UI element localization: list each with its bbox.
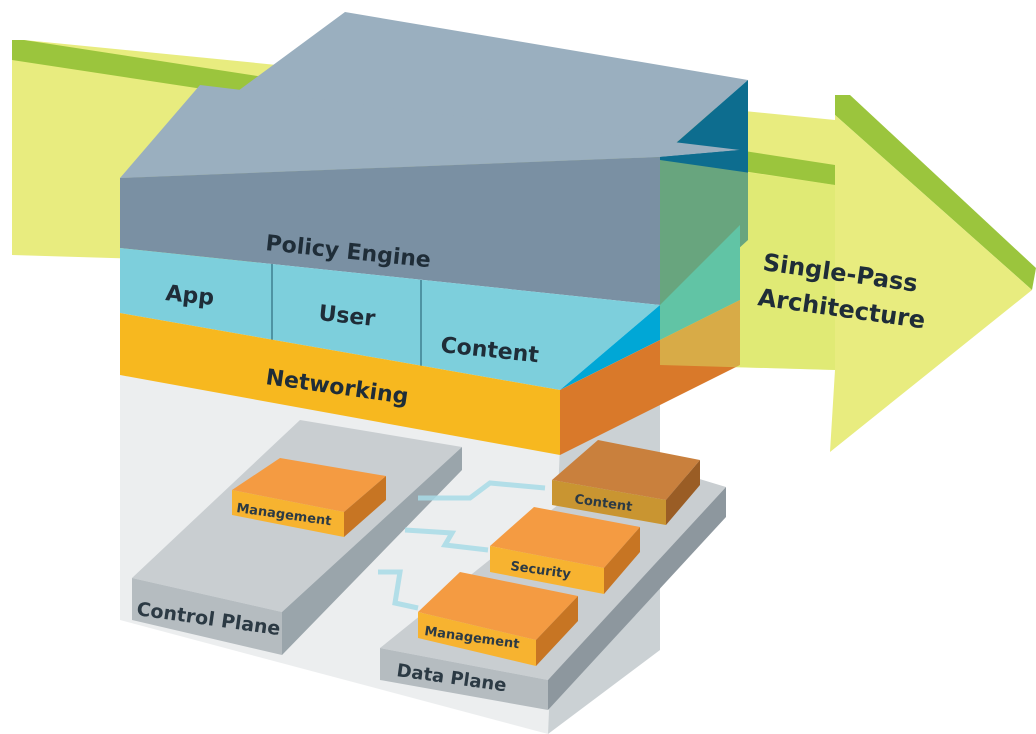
connection-traces [378, 480, 546, 611]
arrow-band-over-cube [660, 160, 835, 370]
dp-management-front [418, 612, 536, 666]
dp-security-top [490, 507, 640, 568]
data-plane-front [380, 648, 548, 710]
services-layer-right [560, 225, 740, 390]
dp-security-front [490, 546, 604, 594]
dp-management-top [418, 572, 578, 640]
trace-security [404, 527, 489, 553]
data-plane: Data Plane Content Security Management [380, 440, 726, 710]
networking-front [120, 313, 560, 455]
trace-content [418, 480, 546, 501]
networking-right [560, 300, 740, 455]
policy-engine-top [120, 85, 740, 178]
trace-management [378, 569, 419, 611]
control-plane-right [282, 447, 462, 655]
control-plane-front [132, 578, 282, 655]
dp-management-right [536, 596, 578, 666]
dp-content-top [552, 440, 700, 500]
dp-content-front [552, 480, 666, 525]
user-label: User [317, 301, 376, 332]
cp-management-top [232, 458, 386, 512]
dp-security-right [604, 527, 640, 594]
policy-engine-right [660, 150, 740, 305]
arrow-head-side [835, 95, 1036, 290]
app-label: App [164, 281, 215, 311]
cp-management-front [232, 490, 344, 537]
dp-content-right [666, 460, 700, 525]
policy-engine-front [120, 157, 660, 305]
services-layer-front [120, 248, 660, 390]
data-plane-right [548, 487, 726, 710]
cp-management-right [344, 476, 386, 537]
arrow-head [660, 115, 1032, 452]
layer-stack: Policy Engine App User Content Networkin… [120, 85, 740, 455]
